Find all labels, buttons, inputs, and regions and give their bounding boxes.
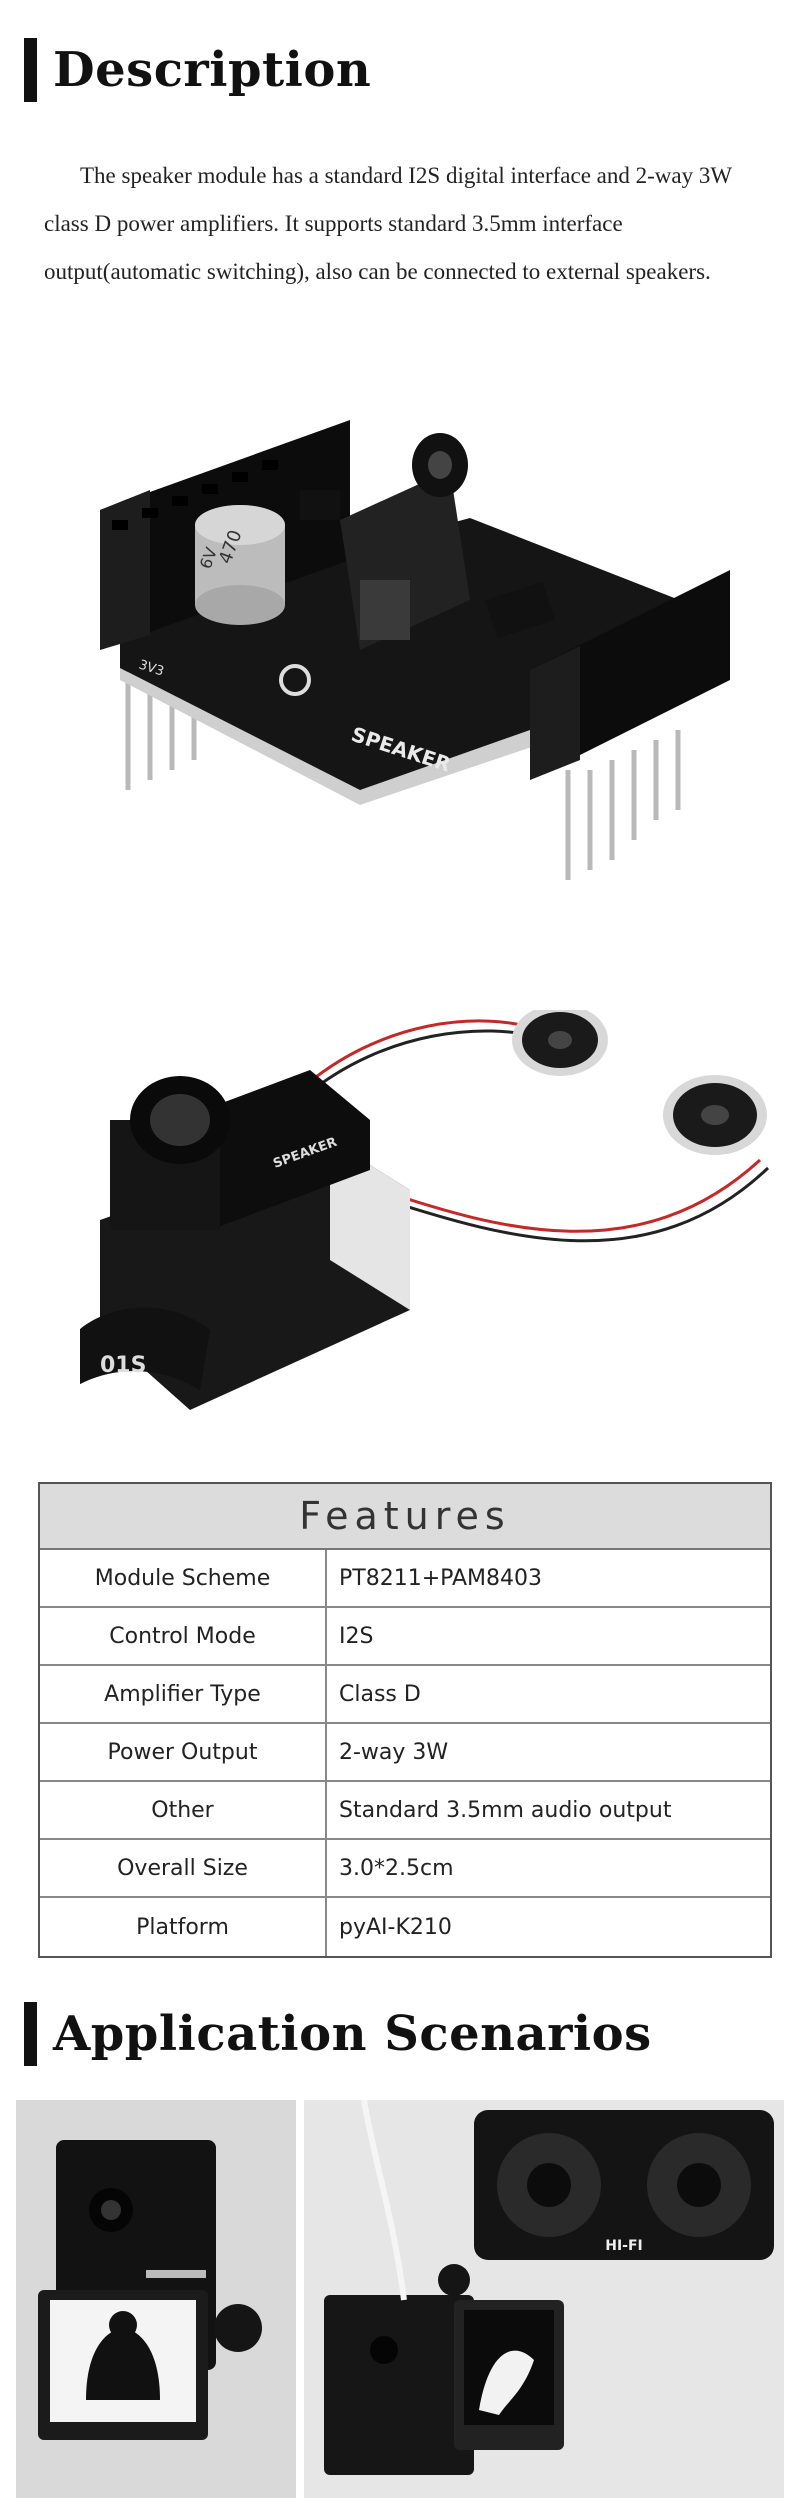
application-photo-1 (16, 2100, 296, 2498)
feature-key: Other (40, 1782, 327, 1838)
assembly-photo: SPEAKER 01S (70, 1004, 780, 1440)
feature-value: Class D (339, 1681, 421, 1707)
application-title: Application Scenarios (53, 2006, 652, 2062)
table-row: Control Mode I2S (40, 1608, 770, 1666)
feature-value: pyAI-K210 (339, 1914, 452, 1940)
application-heading: Application Scenarios (24, 2002, 652, 2066)
table-row: Amplifier Type Class D (40, 1666, 770, 1724)
table-row: Platform pyAI-K210 (40, 1898, 770, 1956)
feature-key: Control Mode (40, 1608, 327, 1664)
speaker-module-photo: 470 6V SPEAKER 3V3 (90, 350, 730, 880)
table-row: Overall Size 3.0*2.5cm (40, 1840, 770, 1898)
feature-value: I2S (339, 1623, 374, 1649)
feature-key: Amplifier Type (40, 1666, 327, 1722)
feature-value: 3.0*2.5cm (339, 1855, 454, 1881)
description-text: The speaker module has a standard I2S di… (44, 163, 732, 284)
speaker-box-label: HI-FI (605, 2238, 643, 2254)
table-row: Other Standard 3.5mm audio output (40, 1782, 770, 1840)
features-title: Features (40, 1484, 770, 1550)
lens-label: 01S (100, 1353, 146, 1378)
feature-key: Overall Size (40, 1840, 327, 1896)
feature-key: Platform (40, 1898, 327, 1956)
table-row: Power Output 2-way 3W (40, 1724, 770, 1782)
description-title: Description (53, 42, 372, 98)
heading-bar (24, 38, 37, 102)
feature-key: Module Scheme (40, 1550, 327, 1606)
description-heading: Description (24, 38, 371, 102)
feature-value: Standard 3.5mm audio output (339, 1797, 672, 1823)
pin-label: 3V3 (137, 658, 166, 680)
feature-value: PT8211+PAM8403 (339, 1565, 543, 1591)
heading-bar (24, 2002, 37, 2066)
feature-value: 2-way 3W (339, 1739, 449, 1765)
application-photo-2: HI-FI (304, 2099, 784, 2498)
table-row: Module Scheme PT8211+PAM8403 (40, 1550, 770, 1608)
feature-key: Power Output (40, 1724, 327, 1780)
features-table: Features Module Scheme PT8211+PAM8403 Co… (38, 1482, 772, 1958)
